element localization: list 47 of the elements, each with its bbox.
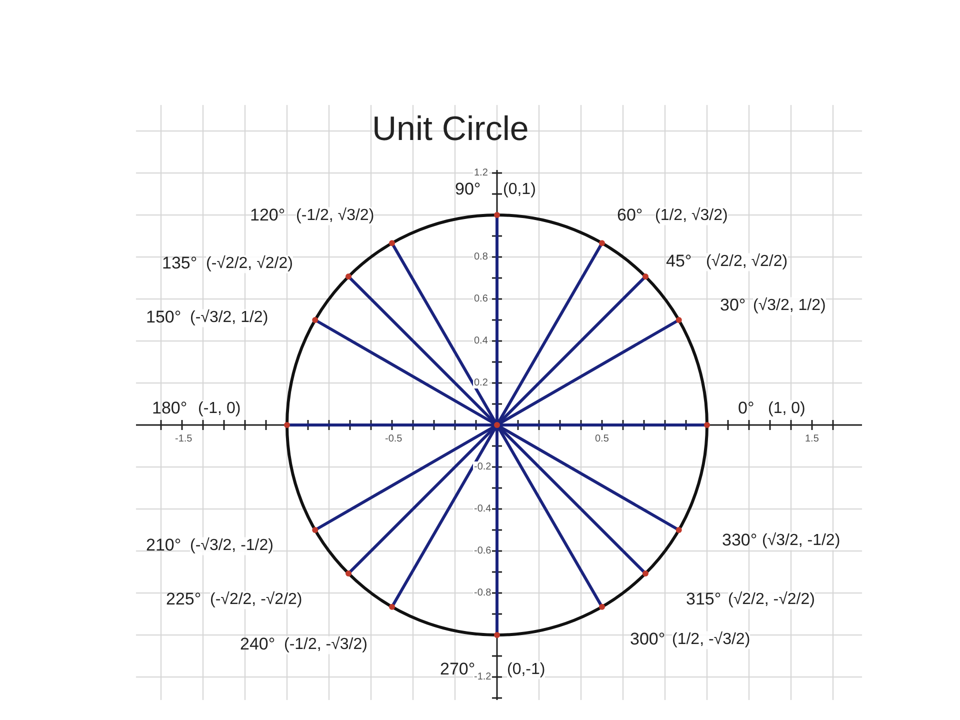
coordinate-label: (-√2/2, -√2/2) — [210, 591, 302, 609]
title: Unit Circle — [372, 110, 529, 149]
coordinate-label: (-1/2, √3/2) — [296, 207, 374, 225]
coordinate-label: (0,1) — [503, 181, 536, 199]
angle-label: 90° — [455, 180, 481, 200]
angle-label: 150° — [146, 308, 182, 328]
coordinate-label: (-√2/2, √2/2) — [206, 255, 293, 273]
tick-label: -0.5 — [384, 434, 404, 444]
angle-label: 180° — [152, 400, 188, 418]
coordinate-label: (√2/2, -√2/2) — [728, 591, 815, 609]
angle-label: 120° — [250, 206, 286, 226]
tick-label: 0.4 — [473, 336, 489, 346]
angle-label: 315° — [686, 590, 722, 610]
angle-label: 30° — [720, 296, 746, 316]
angle-label: 45° — [666, 252, 692, 272]
tick-label: 1.5 — [804, 434, 820, 444]
coordinate-label: (√2/2, √2/2) — [706, 253, 788, 271]
coordinate-label: (-√3/2, 1/2) — [190, 309, 268, 327]
angle-label: 210° — [146, 536, 182, 556]
angle-label: 300° — [630, 630, 666, 650]
coordinate-label: (-1, 0) — [198, 400, 241, 418]
tick-label: -0.8 — [473, 588, 492, 598]
tick-label: 0.6 — [473, 294, 489, 304]
coordinate-label: (√3/2, 1/2) — [753, 297, 826, 315]
tick-label: 1.2 — [473, 168, 489, 178]
angle-label: 225° — [166, 590, 202, 610]
angle-label: 135° — [162, 254, 198, 274]
tick-label: -1.5 — [174, 434, 194, 444]
coordinate-label: (1, 0) — [768, 400, 806, 418]
tick-label: -0.6 — [473, 546, 492, 556]
tick-label: 0.8 — [473, 252, 489, 262]
coordinate-label: (1/2, √3/2) — [655, 207, 728, 225]
tick-label: -1.2 — [473, 672, 492, 682]
angle-label: 0° — [738, 400, 754, 418]
coordinate-label: (-√3/2, -1/2) — [190, 537, 274, 555]
tick-label: -0.4 — [473, 504, 492, 514]
coordinate-label: (0,-1) — [507, 661, 546, 679]
coordinate-label: (√3/2, -1/2) — [762, 532, 840, 550]
angle-label: 270° — [440, 660, 476, 679]
tick-label: -0.2 — [473, 462, 492, 472]
coordinate-label: (1/2, -√3/2) — [672, 631, 750, 649]
angle-label: 330° — [722, 532, 758, 550]
angle-label: 60° — [617, 206, 643, 226]
coordinate-label: (-1/2, -√3/2) — [284, 636, 368, 654]
angle-label: 240° — [240, 636, 276, 654]
tick-label: 0.2 — [473, 378, 489, 388]
tick-label: 0.5 — [594, 434, 610, 444]
